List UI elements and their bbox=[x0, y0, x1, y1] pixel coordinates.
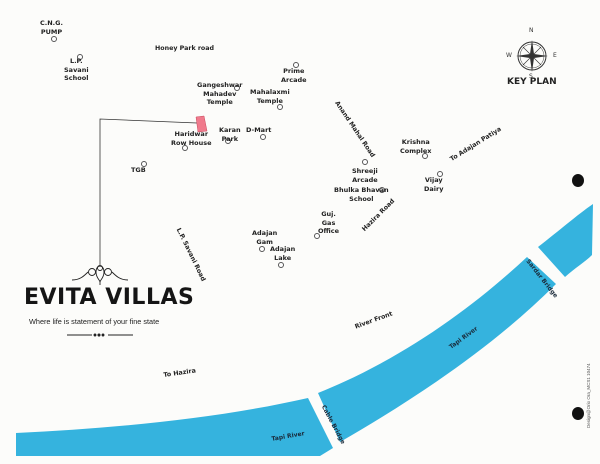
compass-south: S bbox=[529, 73, 533, 80]
tapi-river-middle-segment bbox=[318, 257, 556, 442]
label-line: Krishna bbox=[401, 138, 430, 146]
label-line: Mahalaxmi bbox=[250, 88, 290, 96]
haridwar-row-house-marker bbox=[182, 145, 188, 151]
landmark-vijay-dairy: Vijay Dairy bbox=[424, 176, 443, 193]
landmark-shreeji-arcade: Shreeji Arcade bbox=[352, 167, 378, 184]
tapi-river-west-segment bbox=[16, 398, 333, 456]
site-marker bbox=[195, 115, 208, 133]
label-line: Bhulka Bhavan bbox=[334, 186, 389, 194]
project-name: EVITA VILLAS bbox=[24, 285, 195, 310]
design-credit: Design@Orio Ora_MCS1 10474 bbox=[586, 363, 591, 428]
label-line: Arcade bbox=[352, 175, 378, 184]
compass-icon bbox=[516, 40, 548, 72]
landmark-prime-arcade: Prime Arcade bbox=[281, 67, 307, 84]
label-line: L.P. bbox=[69, 57, 83, 65]
shreeji-arcade-marker bbox=[362, 159, 368, 165]
landmark-tgb: TGB bbox=[131, 166, 146, 175]
label-line: Park bbox=[221, 134, 239, 143]
site-pointer-line bbox=[99, 118, 198, 265]
label-line: Prime bbox=[283, 67, 305, 75]
compass-west: W bbox=[506, 52, 512, 59]
label-line: Karan bbox=[219, 126, 241, 134]
key-plan-title: KEY PLAN bbox=[507, 77, 557, 87]
landmark-krishna-complex: Krishna Complex bbox=[400, 138, 432, 155]
adajan-gam-marker bbox=[259, 246, 265, 252]
label-line: Haridwar bbox=[174, 130, 209, 138]
label-line: Mahadev bbox=[203, 89, 237, 98]
label-line: Guj. bbox=[321, 210, 336, 218]
label-line: TGB bbox=[131, 166, 146, 174]
prime-arcade-marker bbox=[293, 62, 299, 68]
label-line: Dairy bbox=[424, 184, 444, 193]
landmark-d-mart: D-Mart bbox=[246, 126, 271, 135]
label-line: Shreeji bbox=[352, 167, 378, 175]
label-line: School bbox=[64, 74, 89, 83]
landmark-lp-savani-school: L.P. Savani School bbox=[64, 57, 89, 83]
lp-savani-school-marker bbox=[77, 54, 83, 60]
karan-park-marker bbox=[225, 138, 231, 144]
cng-pump-marker bbox=[51, 36, 57, 42]
label-line: Lake bbox=[274, 253, 292, 262]
guj-gas-office-marker bbox=[314, 233, 320, 239]
tapi-river-east-segment bbox=[538, 204, 593, 277]
punch-hole-bottom bbox=[572, 407, 584, 420]
landmark-guj-gas-office: Guj. Gas Office bbox=[318, 210, 339, 236]
compass-north: N bbox=[529, 27, 534, 34]
compass-east: E bbox=[553, 52, 557, 59]
label-line: C.N.G. bbox=[40, 19, 63, 27]
vijay-dairy-marker bbox=[437, 171, 443, 177]
landmark-adajan-gam: Adajan Gam bbox=[252, 229, 277, 246]
krishna-complex-marker bbox=[422, 153, 428, 159]
label-line: Gas bbox=[321, 218, 336, 227]
landmark-bhulka-bhavan-school: Bhulka Bhavan School bbox=[334, 186, 389, 203]
punch-hole-top bbox=[572, 174, 584, 187]
label-line: Arcade bbox=[281, 75, 307, 84]
tgb-marker bbox=[141, 161, 147, 167]
landmark-adajan-lake: Adajan Lake bbox=[270, 245, 295, 262]
landmark-haridwar-row-house: Haridwar Row House bbox=[171, 130, 212, 147]
bhulka-bhavan-school-marker bbox=[379, 187, 385, 193]
label-line: PUMP bbox=[40, 27, 63, 36]
label-line: Row House bbox=[171, 138, 212, 147]
label-line: D-Mart bbox=[246, 126, 272, 134]
tagline-divider bbox=[67, 333, 133, 337]
label-line: School bbox=[349, 194, 374, 203]
logo-ornament bbox=[71, 265, 129, 285]
label-line: Adajan bbox=[270, 245, 296, 253]
label-line: Office bbox=[318, 227, 340, 236]
landmark-mahalaxmi-temple: Mahalaxmi Temple bbox=[250, 88, 290, 105]
landmark-gangeshwar-mahadev-temple: Gangeshwar Mahadev Temple bbox=[197, 81, 243, 107]
landmark-karan-park: Karan Park bbox=[219, 126, 241, 143]
gangeshwar-temple-marker bbox=[234, 85, 240, 91]
label-line: Gangeshwar bbox=[197, 81, 243, 89]
label-line: Savani bbox=[64, 65, 89, 74]
landmark-cng-pump: C.N.G. PUMP bbox=[40, 19, 63, 36]
road-honey-park: Honey Park road bbox=[155, 45, 215, 52]
label-line: Temple bbox=[206, 98, 233, 107]
label-line: Temple bbox=[256, 96, 283, 105]
label-line: Adajan bbox=[252, 229, 278, 237]
project-tagline: Where life is statement of your fine sta… bbox=[29, 317, 160, 326]
label-line: Vijay bbox=[424, 176, 443, 184]
label-line: Gam bbox=[256, 237, 273, 246]
label-line: Complex bbox=[400, 146, 432, 155]
adajan-lake-marker bbox=[278, 262, 284, 268]
mahalaxmi-temple-marker bbox=[277, 104, 283, 110]
d-mart-marker bbox=[260, 134, 266, 140]
